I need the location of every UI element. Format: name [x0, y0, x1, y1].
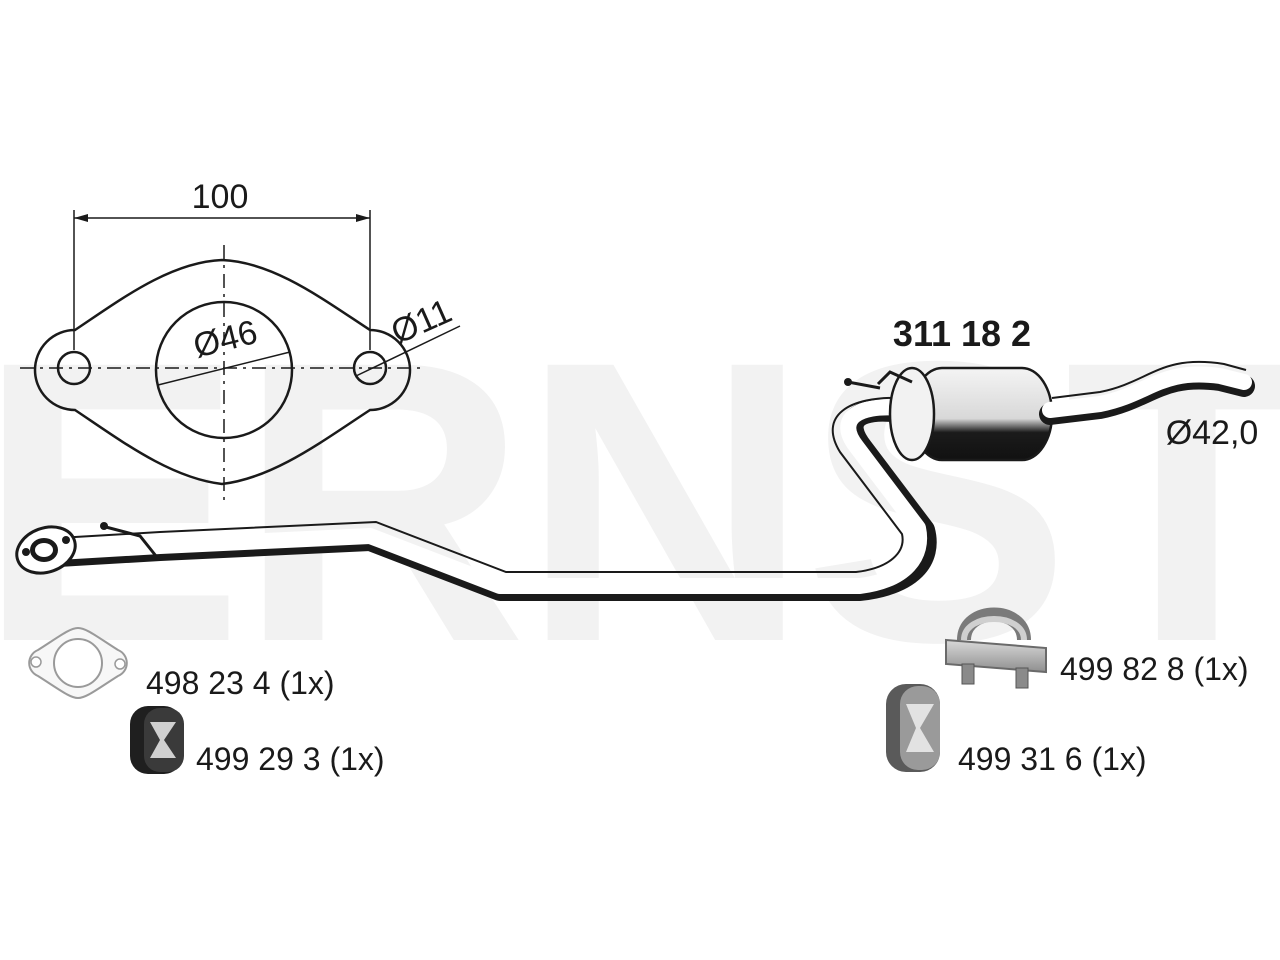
flange-drawing: [20, 210, 461, 500]
tail-pipe-outline-top: [1051, 360, 1247, 399]
tail-pipe-diameter-label: Ø42,0: [1166, 414, 1259, 452]
flange-outline: [33, 258, 412, 486]
hole-diameter-leader: [355, 325, 461, 377]
bore-diameter-line: [157, 351, 291, 386]
bolt-hole-right: [352, 350, 388, 386]
gasket-icon: [28, 626, 128, 700]
accessory-label-gasket: 498 23 4 (1x): [146, 665, 335, 701]
accessory-label-hanger-1: 499 29 3 (1x): [196, 741, 385, 777]
muffler: [844, 366, 1054, 462]
watermark-logo: ERNST: [0, 278, 1280, 725]
clamp-icon: [945, 607, 1047, 689]
accessory-label-hanger-2: 499 31 6 (1x): [958, 741, 1147, 777]
front-pipe: [50, 399, 928, 594]
main-part-number: 311 18 2: [893, 313, 1031, 354]
dimension-arrow-right: [356, 214, 370, 222]
exhaust-pipe-assembly: [15, 360, 1255, 601]
tail-pipe: [1042, 366, 1252, 418]
accessory-label-clamp: 499 82 8 (1x): [1060, 651, 1249, 687]
rubber-hanger-icon: [130, 706, 184, 774]
dimension-arrow-left: [74, 214, 88, 222]
rubber-hanger-icon: [886, 684, 940, 772]
front-pipe-outline-top: [57, 396, 904, 573]
front-hanger-pin: [100, 522, 108, 530]
flange-bore: [154, 300, 294, 440]
front-flange: [15, 525, 77, 575]
front-hanger-rod: [101, 524, 158, 557]
flange-width-label: 100: [192, 178, 249, 216]
